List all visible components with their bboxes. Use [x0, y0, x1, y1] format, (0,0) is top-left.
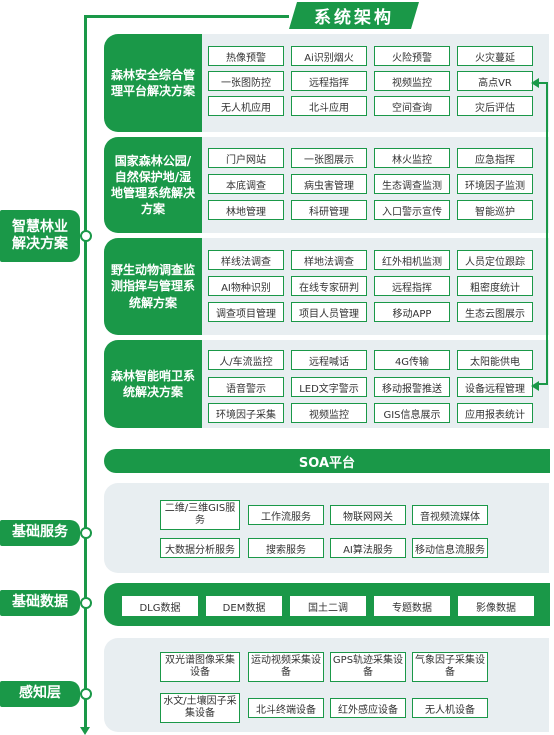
feature-cell[interactable]: 本底调查	[208, 174, 284, 194]
bidirectional-bracket	[538, 82, 548, 385]
feature-cell[interactable]: 人/车流监控	[208, 350, 284, 370]
feature-cell[interactable]: 太阳能供电	[457, 350, 533, 370]
title-connector	[97, 15, 289, 18]
device-cell[interactable]: 气象因子采集设备	[412, 652, 488, 682]
device-cell[interactable]: 北斗终端设备	[248, 698, 324, 718]
feature-cell[interactable]: 设备远程管理	[457, 377, 533, 397]
arrow-left-icon	[531, 381, 539, 391]
solution-name: 国家森林公园/自然保护地/湿地管理系统解决方案	[104, 137, 202, 233]
device-cell[interactable]: 水文/土壤因子采集设备	[160, 693, 240, 723]
feature-cell[interactable]: 病虫害管理	[291, 174, 367, 194]
feature-cell[interactable]: 科研管理	[291, 200, 367, 220]
page-title: 系统架构	[289, 2, 419, 29]
feature-cell[interactable]: 无人机应用	[208, 96, 284, 116]
feature-cell[interactable]: 生态云图展示	[457, 302, 533, 322]
feature-cell[interactable]: 空间查询	[374, 96, 450, 116]
feature-cell[interactable]: 在线专家研判	[291, 276, 367, 296]
feature-cell[interactable]: 北斗应用	[291, 96, 367, 116]
data-cell[interactable]: 国土二调	[290, 596, 366, 616]
feature-cell[interactable]: 视频监控	[374, 71, 450, 91]
feature-cell[interactable]: 环境因子监测	[457, 174, 533, 194]
feature-cell[interactable]: 门户网站	[208, 148, 284, 168]
feature-cell[interactable]: 应急指挥	[457, 148, 533, 168]
service-cell[interactable]: 工作流服务	[248, 505, 324, 525]
data-cell[interactable]: DEM数据	[206, 596, 282, 616]
feature-cell[interactable]: 生态调查监测	[374, 174, 450, 194]
feature-cell[interactable]: 林火监控	[374, 148, 450, 168]
trunk-node-dot	[80, 688, 92, 700]
trunk-node-dot	[80, 230, 92, 242]
feature-cell[interactable]: 入口警示宣传	[374, 200, 450, 220]
feature-cell[interactable]: 高点VR	[457, 71, 533, 91]
title-connector-corner	[84, 15, 100, 18]
feature-cell[interactable]: 移动APP	[374, 302, 450, 322]
device-cell[interactable]: 无人机设备	[412, 698, 488, 718]
feature-cell[interactable]: 热像预警	[208, 46, 284, 66]
trunk-node-dot	[80, 527, 92, 539]
feature-cell[interactable]: 项目人员管理	[291, 302, 367, 322]
device-cell[interactable]: 运动视频采集设备	[248, 652, 324, 682]
solution-name: 森林智能哨卫系统解决方案	[104, 340, 202, 428]
feature-cell[interactable]: 样地法调查	[291, 250, 367, 270]
feature-cell[interactable]: 环境因子采集	[208, 403, 284, 423]
feature-cell[interactable]: 视频监控	[291, 403, 367, 423]
data-cell[interactable]: 影像数据	[458, 596, 534, 616]
soa-platform-bar: SOA平台	[104, 449, 550, 473]
arrow-left-icon	[531, 78, 539, 88]
feature-cell[interactable]: 林地管理	[208, 200, 284, 220]
service-cell[interactable]: 音视频流媒体	[412, 505, 488, 525]
feature-cell[interactable]: 灾后评估	[457, 96, 533, 116]
feature-cell[interactable]: 火灾蔓延	[457, 46, 533, 66]
data-cell[interactable]: DLG数据	[122, 596, 198, 616]
solution-name: 野生动物调查监测指挥与管理系统解方案	[104, 238, 202, 335]
feature-cell[interactable]: 远程指挥	[291, 71, 367, 91]
feature-cell[interactable]: GIS信息展示	[374, 403, 450, 423]
service-cell[interactable]: 大数据分析服务	[160, 538, 240, 558]
section-label-base-services: 基础服务	[0, 520, 80, 546]
feature-cell[interactable]: 红外相机监测	[374, 250, 450, 270]
feature-cell[interactable]: 远程喊话	[291, 350, 367, 370]
device-cell[interactable]: 双光谱图像采集设备	[160, 652, 240, 682]
feature-cell[interactable]: 应用报表统计	[457, 403, 533, 423]
section-label-base-data: 基础数据	[0, 590, 80, 616]
device-cell[interactable]: 红外感应设备	[330, 698, 406, 718]
feature-cell[interactable]: 一张图展示	[291, 148, 367, 168]
trunk-arrow-icon	[80, 727, 90, 735]
feature-cell[interactable]: 一张图防控	[208, 71, 284, 91]
feature-cell[interactable]: 语音警示	[208, 377, 284, 397]
trunk-node-dot	[80, 597, 92, 609]
section-label-perception: 感知层	[0, 681, 80, 707]
feature-cell[interactable]: LED文字警示	[291, 377, 367, 397]
feature-cell[interactable]: 粗密度统计	[457, 276, 533, 296]
main-trunk-line	[84, 15, 87, 730]
device-cell[interactable]: GPS轨迹采集设备	[330, 652, 406, 682]
feature-cell[interactable]: 远程指挥	[374, 276, 450, 296]
section-label-smart-forestry: 智慧林业 解决方案	[0, 210, 80, 262]
feature-cell[interactable]: 样线法调查	[208, 250, 284, 270]
feature-cell[interactable]: 人员定位跟踪	[457, 250, 533, 270]
data-cell[interactable]: 专题数据	[374, 596, 450, 616]
feature-cell[interactable]: 移动报警推送	[374, 377, 450, 397]
service-cell[interactable]: 移动信息流服务	[412, 538, 488, 558]
service-cell[interactable]: AI算法服务	[330, 538, 406, 558]
service-cell[interactable]: 搜索服务	[248, 538, 324, 558]
feature-cell[interactable]: 4G传输	[374, 350, 450, 370]
feature-cell[interactable]: 调查项目管理	[208, 302, 284, 322]
service-cell[interactable]: 二维/三维GIS服务	[160, 500, 240, 530]
service-cell[interactable]: 物联网网关	[330, 505, 406, 525]
feature-cell[interactable]: AI物种识别	[208, 276, 284, 296]
solution-name: 森林安全综合管理平台解决方案	[104, 34, 202, 132]
feature-cell[interactable]: 火险预警	[374, 46, 450, 66]
feature-cell[interactable]: 智能巡护	[457, 200, 533, 220]
feature-cell[interactable]: Ai识别烟火	[291, 46, 367, 66]
